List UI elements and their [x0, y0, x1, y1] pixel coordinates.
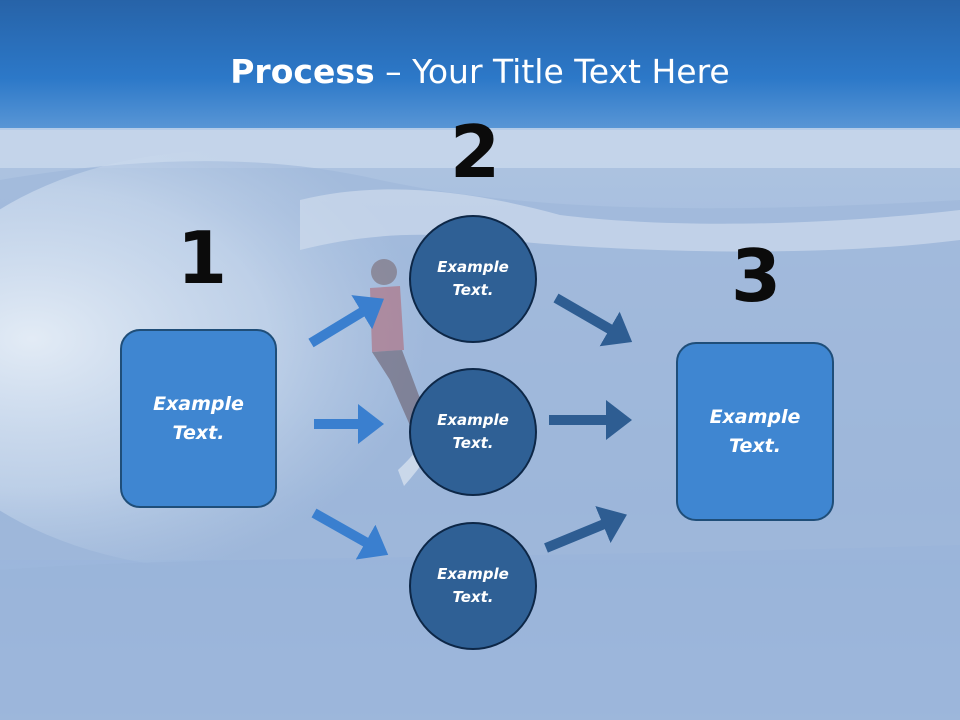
step-1-line1: Example — [153, 392, 244, 415]
arrow-left-to-top — [308, 295, 384, 348]
circle-bottom-line1: Example — [437, 565, 509, 583]
circle-bottom-line2: Text. — [452, 588, 494, 606]
title-bold: Process — [230, 52, 375, 91]
step-number-2: 2 — [450, 110, 501, 194]
step-1-line2: Text. — [172, 421, 225, 444]
arrow-left-to-bottom — [311, 508, 389, 560]
step-number-3: 3 — [731, 234, 782, 318]
circle-top-line2: Text. — [452, 281, 494, 299]
slide-title: Process – Your Title Text Here — [0, 52, 960, 91]
arrow-top-to-right — [553, 293, 633, 347]
arrow-bottom-to-right — [544, 506, 627, 553]
circle-top-line1: Example — [437, 258, 509, 276]
circle-middle-line2: Text. — [452, 434, 494, 452]
circle-middle-line1: Example — [437, 411, 509, 429]
step-3-line1: Example — [709, 405, 801, 428]
step-number-1: 1 — [177, 216, 228, 300]
step-3-line2: Text. — [729, 434, 781, 457]
title-rest: – Your Title Text Here — [374, 52, 730, 91]
